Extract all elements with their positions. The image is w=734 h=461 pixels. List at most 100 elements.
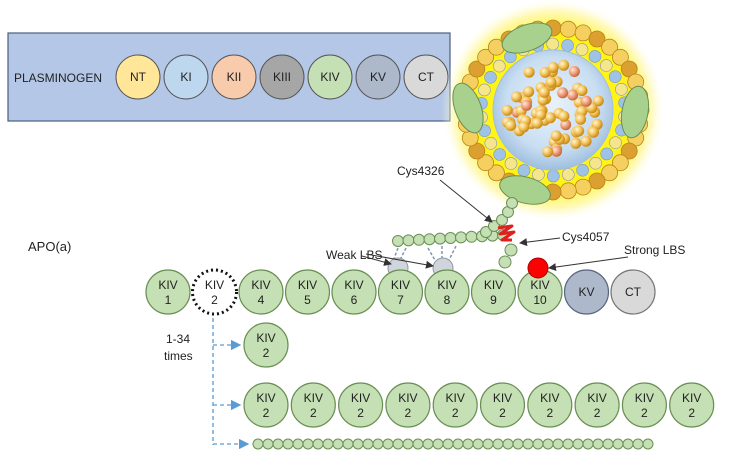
repeat-kiv2-item-line2: 2 xyxy=(357,406,364,420)
repeat-bead xyxy=(602,438,614,450)
phospholipid-head xyxy=(601,38,618,56)
plasminogen-domain-label: CT xyxy=(418,70,435,84)
repeat-kiv2-item-line2: 2 xyxy=(263,406,270,420)
repeat-bead xyxy=(362,438,374,450)
repeat-kiv2-item-line1: KIV xyxy=(540,391,559,405)
plasminogen-domain-circle xyxy=(115,54,161,100)
apoa-kringle-kv-circle xyxy=(563,269,610,315)
repeat-kiv2-item-circle xyxy=(432,382,478,428)
repeat-kiv2-item-line2: 2 xyxy=(688,406,695,420)
apoa-kringle-kiv-9-line2: 9 xyxy=(490,293,497,307)
repeat-bead xyxy=(502,438,514,450)
repeat-bead xyxy=(252,438,264,450)
repeat-kiv2-single-line2: 2 xyxy=(263,346,270,360)
plasminogen-domain-label: KII xyxy=(227,70,242,84)
linker-bead xyxy=(455,231,467,244)
plasminogen-domain-nt: NT xyxy=(115,54,161,100)
apoa-kringle-kiv-6-circle xyxy=(331,269,377,315)
repeat-bead xyxy=(642,438,654,450)
linker-bead xyxy=(504,243,518,257)
repeat-kiv2-single-line1: KIV xyxy=(256,331,275,345)
repeat-bead xyxy=(492,438,504,450)
lipid-core-particle xyxy=(538,86,550,98)
linker-bead xyxy=(480,226,492,238)
repeat-bead xyxy=(512,438,524,450)
apoa-kringle-kiv-7-circle xyxy=(377,269,424,315)
ldl-particle xyxy=(441,0,665,222)
lipid-core-particle xyxy=(558,59,570,71)
apoa-kringle-kiv-4-line1: KIV xyxy=(251,278,270,292)
repeat-kiv2-item-circle xyxy=(479,382,526,428)
linker-bead xyxy=(496,214,508,226)
plasminogen-domain-ct: CT xyxy=(403,54,449,100)
lipid-core-particle xyxy=(521,99,532,111)
phospholipid-inner xyxy=(504,157,518,170)
phospholipid-head xyxy=(559,182,577,200)
phospholipid-inner xyxy=(517,164,531,177)
lipid-core-particle xyxy=(573,125,585,137)
phospholipid-head xyxy=(574,178,592,196)
repeat-kiv2-item-line2: 2 xyxy=(499,406,506,420)
apoa-kringle-kiv-8-line2: 8 xyxy=(444,293,451,307)
repeat-kiv2-item-line1: KIV xyxy=(351,391,370,405)
plasminogen-domain-label: KIV xyxy=(320,70,339,84)
repeat-kiv2-item-line1: KIV xyxy=(682,391,701,405)
lipid-core-particle xyxy=(544,112,556,124)
phospholipid-inner xyxy=(493,148,507,161)
repeat-kiv2-item-line2: 2 xyxy=(405,406,412,420)
phospholipid-inner xyxy=(478,83,491,97)
phospholipid-head xyxy=(574,24,592,42)
repeat-arrows xyxy=(212,318,250,450)
plasminogen-domain-circle xyxy=(307,54,353,100)
phospholipid-inner xyxy=(600,147,614,161)
repeat-kiv2-item-line1: KIV xyxy=(304,391,323,405)
phospholipid-head xyxy=(588,172,606,190)
repeat-bead xyxy=(612,438,624,450)
repeat-bead xyxy=(282,438,294,450)
lipid-core-particle xyxy=(505,120,517,131)
repeat-kiv2-item-line1: KIV xyxy=(256,391,275,405)
linker-bead xyxy=(402,234,415,247)
apoa-kringle-kiv-6-line2: 6 xyxy=(351,293,358,307)
cys4057-arrow xyxy=(519,237,561,247)
repeat-bead xyxy=(592,438,604,450)
plasminogen-title: PLASMINOGEN xyxy=(14,71,102,85)
weak-lbs-arrow-1 xyxy=(361,255,392,266)
repeat-kiv2-item-line2: 2 xyxy=(546,406,553,420)
repeat-kiv2-item-line1: KIV xyxy=(446,391,465,405)
repeat-bead xyxy=(262,438,274,450)
phospholipid-head xyxy=(612,48,629,66)
repeat-bead xyxy=(522,438,534,450)
phospholipid-inner xyxy=(484,137,498,150)
phospholipid-inner xyxy=(609,136,622,149)
repeat-bead xyxy=(352,438,364,450)
apoa-kringle-kiv-1-line2: 1 xyxy=(165,293,172,307)
weak-lbs-arrow-2 xyxy=(365,253,434,269)
apoa-kringle-kiv-8-circle xyxy=(424,269,470,315)
plasminogen-domain-label: KV xyxy=(370,70,386,84)
repeat-kiv2-item-line2: 2 xyxy=(310,406,317,420)
strong-lbs-label: Strong LBS xyxy=(624,243,685,257)
apoa-kringle-kv-label: KV xyxy=(578,285,594,299)
repeat-range-label: 1-34 xyxy=(166,332,190,346)
linker-bead xyxy=(444,232,457,244)
linker-bead xyxy=(465,230,478,243)
apoa-kringle-kiv-5-line1: KIV xyxy=(298,278,317,292)
